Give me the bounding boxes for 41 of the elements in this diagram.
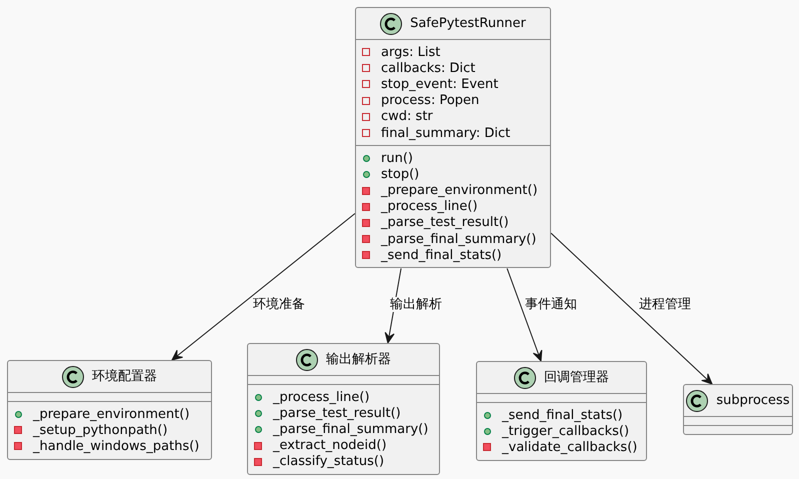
method-text: _process_line() — [381, 199, 478, 214]
edge-label: 环境准备 — [253, 297, 305, 312]
attribute-text: cwd: str — [381, 109, 433, 124]
class-box — [683, 384, 793, 435]
method-text: _send_final_stats() — [502, 408, 623, 423]
method-text: _setup_pythonpath() — [33, 422, 168, 438]
method-text: _process_line() — [273, 390, 370, 405]
method-text: _parse_test_result() — [273, 406, 401, 421]
method-text: run() — [381, 150, 413, 166]
method-text: _parse_test_result() — [381, 215, 509, 230]
method-text: _handle_windows_paths() — [33, 438, 200, 454]
method-text: _parse_final_summary() — [273, 422, 428, 437]
attribute-text: args: List — [381, 44, 440, 60]
method-text: _prepare_environment() — [33, 406, 190, 422]
method-text: _extract_nodeid() — [273, 438, 387, 454]
class-name: 输出解析器 — [326, 352, 391, 368]
class-box — [476, 361, 647, 461]
class-name: 环境配置器 — [92, 368, 157, 384]
arrow — [550, 232, 713, 384]
edge-label: 输出解析 — [390, 297, 442, 312]
method-text: _trigger_callbacks() — [502, 424, 630, 439]
attribute-text: final_summary: Dict — [381, 126, 510, 141]
class-box — [7, 360, 212, 460]
attribute-text: process: Popen — [381, 93, 480, 108]
class-box — [247, 343, 440, 475]
method-text: _send_final_stats() — [381, 248, 502, 263]
method-text: _prepare_environment() — [381, 183, 538, 198]
class-box — [355, 7, 551, 268]
class-name: subprocess — [716, 392, 790, 408]
method-text: _classify_status() — [273, 454, 384, 470]
attribute-text: stop_event: Event — [381, 76, 498, 92]
method-text: _parse_final_summary() — [381, 232, 536, 247]
method-text: _validate_callbacks() — [502, 440, 638, 455]
attribute-text: callbacks: Dict — [381, 60, 476, 76]
edge-label: 事件通知 — [525, 297, 577, 312]
method-text: stop() — [381, 166, 420, 182]
edge-label: 进程管理 — [639, 297, 691, 312]
class-name: 回调管理器 — [544, 370, 609, 386]
arrow — [506, 268, 542, 362]
class-name: SafePytestRunner — [410, 16, 526, 32]
arrow — [172, 213, 356, 360]
